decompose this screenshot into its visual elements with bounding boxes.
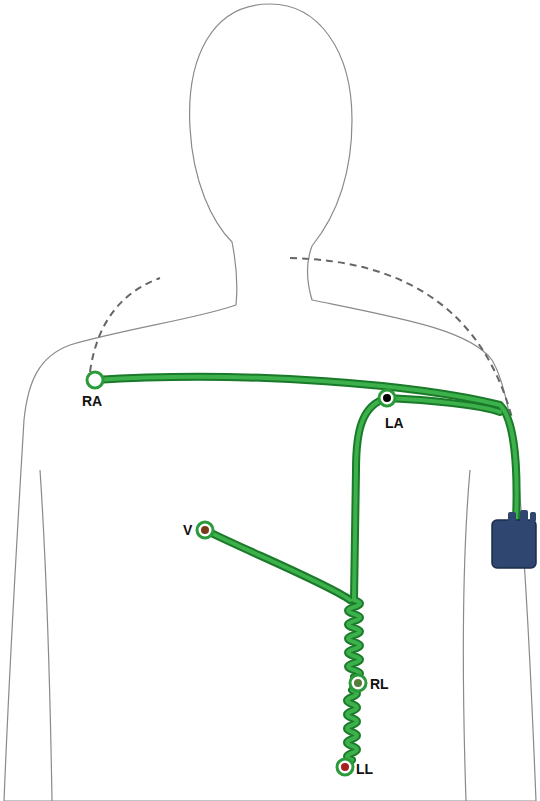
wire-outline bbox=[95, 377, 517, 767]
electrode-dot bbox=[354, 679, 362, 687]
electrode-dot bbox=[383, 394, 391, 402]
dashed-arc bbox=[290, 258, 512, 418]
body-outline bbox=[4, 4, 536, 801]
electrode-dot bbox=[341, 763, 349, 771]
electrode-label: RL bbox=[370, 677, 389, 691]
electrode-label: RA bbox=[82, 394, 102, 408]
electrode bbox=[87, 372, 103, 388]
electrode bbox=[379, 390, 395, 406]
arm-line bbox=[463, 470, 470, 801]
arm-line bbox=[40, 470, 52, 801]
electrode-dot bbox=[201, 526, 209, 534]
electrode-label: V bbox=[183, 523, 192, 537]
electrode-label: LL bbox=[356, 762, 373, 776]
electrode bbox=[337, 759, 353, 775]
electrode bbox=[350, 675, 366, 691]
electrode bbox=[197, 522, 213, 538]
electrode-wire bbox=[95, 377, 517, 767]
dashed-arc bbox=[90, 278, 160, 372]
electrode-label: LA bbox=[385, 416, 404, 430]
recorder-device bbox=[492, 510, 536, 568]
electrode-dot bbox=[92, 377, 99, 384]
